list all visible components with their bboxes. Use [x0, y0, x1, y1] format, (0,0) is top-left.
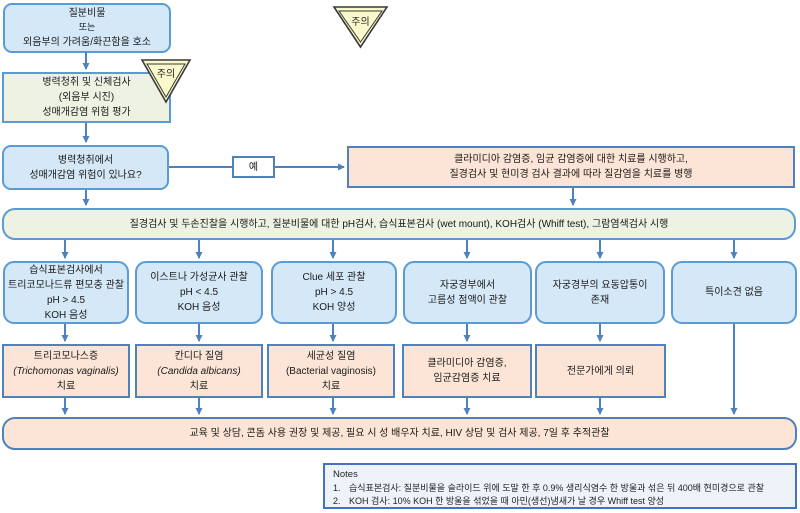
node-finding-clue-cells: Clue 세포 관찰 pH > 4.5 KOH 양성: [271, 261, 397, 324]
node-sti-branch-line2: 질경검사 및 현미경 검사 결과에 따라 질감염을 치료를 병행: [449, 169, 693, 180]
yes-connector-label: 예: [232, 156, 275, 178]
finding4-line2: 고름성 점액이 관찰: [427, 294, 508, 306]
treatment2-line3: 치료: [189, 380, 209, 392]
finding3-line3: KOH 양성: [312, 302, 356, 313]
band-speculum-exam: 질경검사 및 두손진찰을 시행하고, 질분비물에 대한 pH검사, 습식표본검사…: [2, 208, 796, 240]
node-sti-risk-question-line1: 병력청취에서: [57, 154, 114, 166]
note-item-1-text: 습식표본검사: 질분비물을 슬라이드 위에 도말 한 후 0.9% 생리식염수 …: [349, 482, 765, 493]
node-sti-risk-question-line2: 성매개감염 위험이 있나요?: [29, 169, 142, 181]
band-education-followup-text: 교육 및 상담, 콘돔 사용 권장 및 제공, 필요 시 성 배우자 치료, H…: [189, 428, 610, 439]
finding4-line1: 자궁경부에서: [439, 279, 496, 291]
node-sti-risk-question: 병력청취에서 성매개감염 위험이 있나요?: [2, 145, 169, 190]
band-education-followup: 교육 및 상담, 콘돔 사용 권장 및 제공, 필요 시 성 배우자 치료, H…: [2, 417, 797, 450]
caution-label-top: 주의: [351, 16, 369, 28]
node-refer-specialist: 전문가에게 의뢰: [535, 344, 666, 398]
node-history-exam: 병력청취 및 신체검사 (외음부 시진) 성매개감염 위험 평가: [2, 72, 171, 123]
node-treatment-bacterial-vaginosis: 세균성 질염 (Bacterial vaginosis) 치료: [267, 344, 395, 398]
node-finding-trichomonad: 습식표본검사에서 트리코모나드류 편모충 관찰 pH > 4.5 KOH 음성: [3, 261, 129, 324]
note-item-1: 1. 습식표본검사: 질분비물을 슬라이드 위에 도말 한 후 0.9% 생리식…: [333, 482, 787, 495]
treatment1-line1: 트리코모나스증: [33, 350, 99, 362]
note-item-2-text: KOH 검사: 10% KOH 한 방울을 섞었을 때 아민(생선)냄새가 날 …: [349, 495, 665, 506]
treatment1-line2: (Trichomonas vaginalis): [13, 365, 119, 377]
finding1-line1: 습식표본검사에서: [29, 264, 103, 276]
node-sti-branch-line1: 클라미디아 감염증, 임균 감염증에 대한 치료를 시행하고,: [454, 154, 688, 165]
node-history-exam-line2: (외음부 시진): [58, 92, 115, 103]
finding5-line1: 자궁경부의 요동압통이: [552, 279, 648, 291]
note-item-2: 2. KOH 검사: 10% KOH 한 방울을 섞었을 때 아민(생선)냄새가…: [333, 495, 787, 508]
node-treatment-trichomoniasis: 트리코모나스증 (Trichomonas vaginalis) 치료: [2, 344, 130, 398]
treatment4-line1: 클라미디아 감염증,: [427, 358, 507, 369]
finding3-line1: Clue 세포 관찰: [302, 272, 366, 283]
yes-label-text: 예: [248, 161, 259, 173]
treatment3-line2: (Bacterial vaginosis): [285, 365, 377, 377]
finding2-line1: 이스트나 가성균사 관찰: [150, 272, 248, 283]
finding3-line2: pH > 4.5: [314, 287, 354, 298]
node-finding-mucopurulent: 자궁경부에서 고름성 점액이 관찰: [403, 261, 532, 324]
node-finding-no-abnormality: 특이소견 없음: [671, 261, 797, 324]
treatment3-line3: 치료: [321, 380, 341, 392]
node-complaint: 질분비물 또는 외음부의 가려움/화끈함을 호소: [3, 3, 171, 53]
finding2-line2: pH < 4.5: [179, 287, 219, 298]
caution-triangle-top: 주의: [332, 6, 389, 49]
finding1-line4: KOH 음성: [44, 309, 88, 321]
treatment3-line1: 세균성 질염: [306, 350, 356, 362]
treatment5-line1: 전문가에게 의뢰: [566, 365, 635, 377]
treatment1-line3: 치료: [56, 380, 76, 392]
finding5-line2: 존재: [590, 294, 610, 306]
note-item-1-number: 1.: [333, 482, 341, 493]
node-sti-branch-treatment: 클라미디아 감염증, 임균 감염증에 대한 치료를 시행하고, 질경검사 및 현…: [347, 146, 795, 188]
finding1-line2: 트리코모나드류 편모충 관찰: [8, 279, 124, 291]
finding6-line1: 특이소견 없음: [705, 287, 763, 298]
node-finding-yeast: 이스트나 가성균사 관찰 pH < 4.5 KOH 음성: [135, 261, 263, 324]
node-history-exam-line3: 성매개감염 위험 평가: [42, 107, 131, 118]
note-item-2-number: 2.: [333, 495, 341, 506]
finding2-line3: KOH 음성: [177, 302, 221, 313]
node-treatment-chlamydia-gonorrhea: 클라미디아 감염증, 임균감염증 치료: [402, 344, 532, 398]
node-complaint-line3: 외음부의 가려움/화끈함을 호소: [23, 36, 151, 48]
notes-panel: Notes 1. 습식표본검사: 질분비물을 슬라이드 위에 도말 한 후 0.…: [323, 463, 797, 509]
node-finding-cervical-motion-tenderness: 자궁경부의 요동압통이 존재: [535, 261, 665, 324]
notes-title: Notes: [333, 469, 358, 480]
treatment2-line2: (Candida albicans): [157, 365, 241, 377]
treatment4-line2: 임균감염증 치료: [433, 373, 501, 384]
band-speculum-exam-text: 질경검사 및 두손진찰을 시행하고, 질분비물에 대한 pH검사, 습식표본검사…: [129, 218, 669, 230]
treatment2-line1: 칸디다 질염: [174, 350, 224, 362]
node-complaint-line2: 또는: [78, 22, 96, 33]
node-treatment-candidiasis: 칸디다 질염 (Candida albicans) 치료: [135, 344, 263, 398]
node-complaint-line1: 질분비물: [68, 8, 106, 20]
node-history-exam-line1: 병력청취 및 신체검사: [42, 77, 131, 88]
finding1-line3: pH > 4.5: [46, 294, 86, 306]
